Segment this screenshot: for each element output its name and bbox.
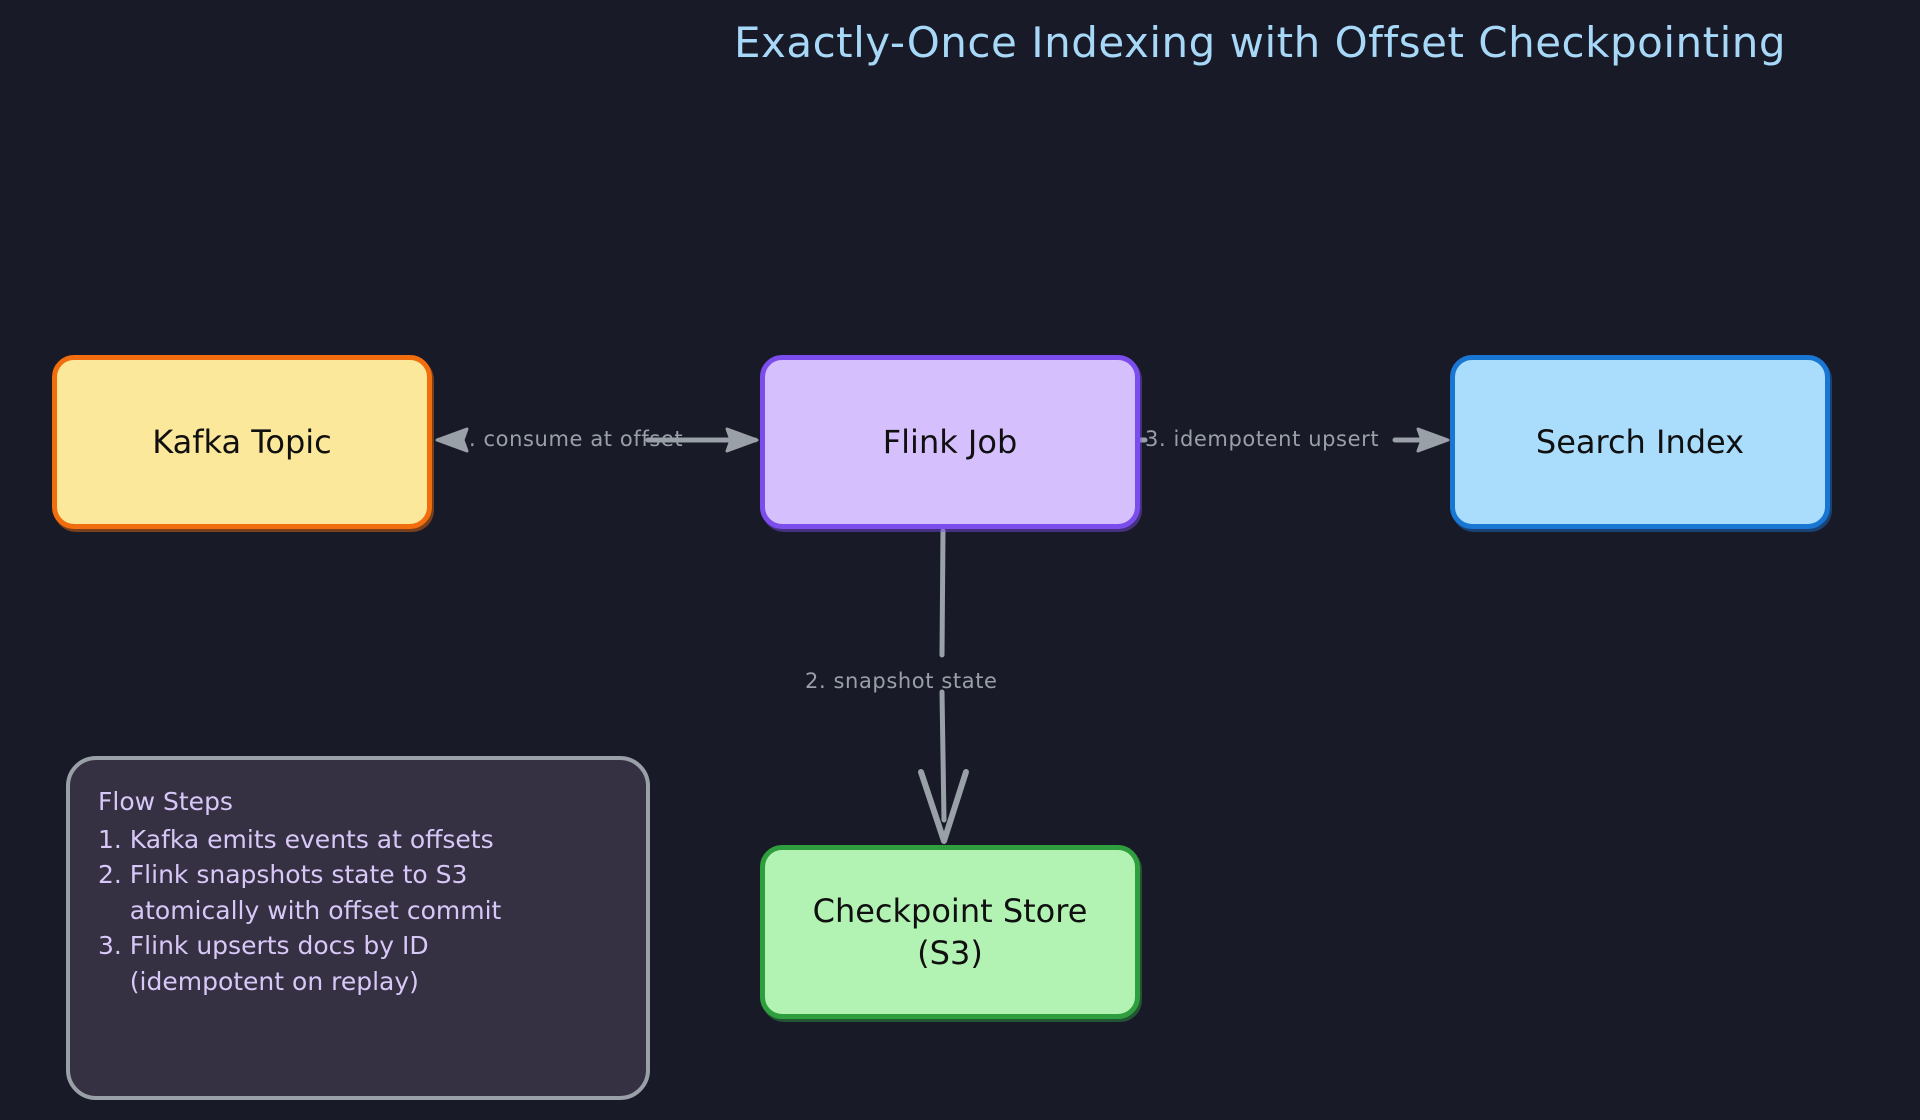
node-search-index[interactable]: Search Index bbox=[1450, 355, 1830, 529]
arrowhead-consume-tail bbox=[725, 427, 759, 453]
node-checkpoint-store-label-line2: (S3) bbox=[917, 934, 983, 972]
node-kafka-topic-label: Kafka Topic bbox=[152, 422, 332, 461]
legend-step-2-cont: atomically with offset commit bbox=[98, 895, 502, 925]
node-kafka-topic[interactable]: Kafka Topic bbox=[52, 355, 432, 529]
legend-step-3-cont: (idempotent on replay) bbox=[98, 966, 419, 996]
legend-step-2: 2. Flink snapshots state to S3 bbox=[98, 860, 468, 889]
node-checkpoint-store-label-line1: Checkpoint Store bbox=[812, 891, 1088, 930]
legend-box: Flow Steps 1. Kafka emits events at offs… bbox=[66, 756, 650, 1100]
arrowhead-snapshot bbox=[918, 769, 969, 844]
node-checkpoint-store-label: Checkpoint Store (S3) bbox=[813, 890, 1088, 974]
legend-step-3: 3. Flink upserts docs by ID bbox=[98, 931, 429, 960]
node-checkpoint-store[interactable]: Checkpoint Store (S3) bbox=[760, 845, 1140, 1019]
diagram-title: Exactly-Once Indexing with Offset Checkp… bbox=[733, 18, 1787, 67]
node-flink-job[interactable]: Flink Job bbox=[760, 355, 1140, 529]
edge-label-upsert: 3. idempotent upsert bbox=[1145, 427, 1380, 451]
node-flink-job-label: Flink Job bbox=[882, 422, 1018, 461]
edge-label-consume: 1. consume at offset bbox=[455, 427, 684, 451]
arrowhead-upsert bbox=[1416, 427, 1450, 453]
edge-label-snapshot: 2. snapshot state bbox=[805, 669, 998, 693]
legend-step-1: 1. Kafka emits events at offsets bbox=[98, 824, 494, 854]
legend-title: Flow Steps bbox=[98, 787, 233, 816]
node-search-index-label: Search Index bbox=[1535, 422, 1745, 461]
